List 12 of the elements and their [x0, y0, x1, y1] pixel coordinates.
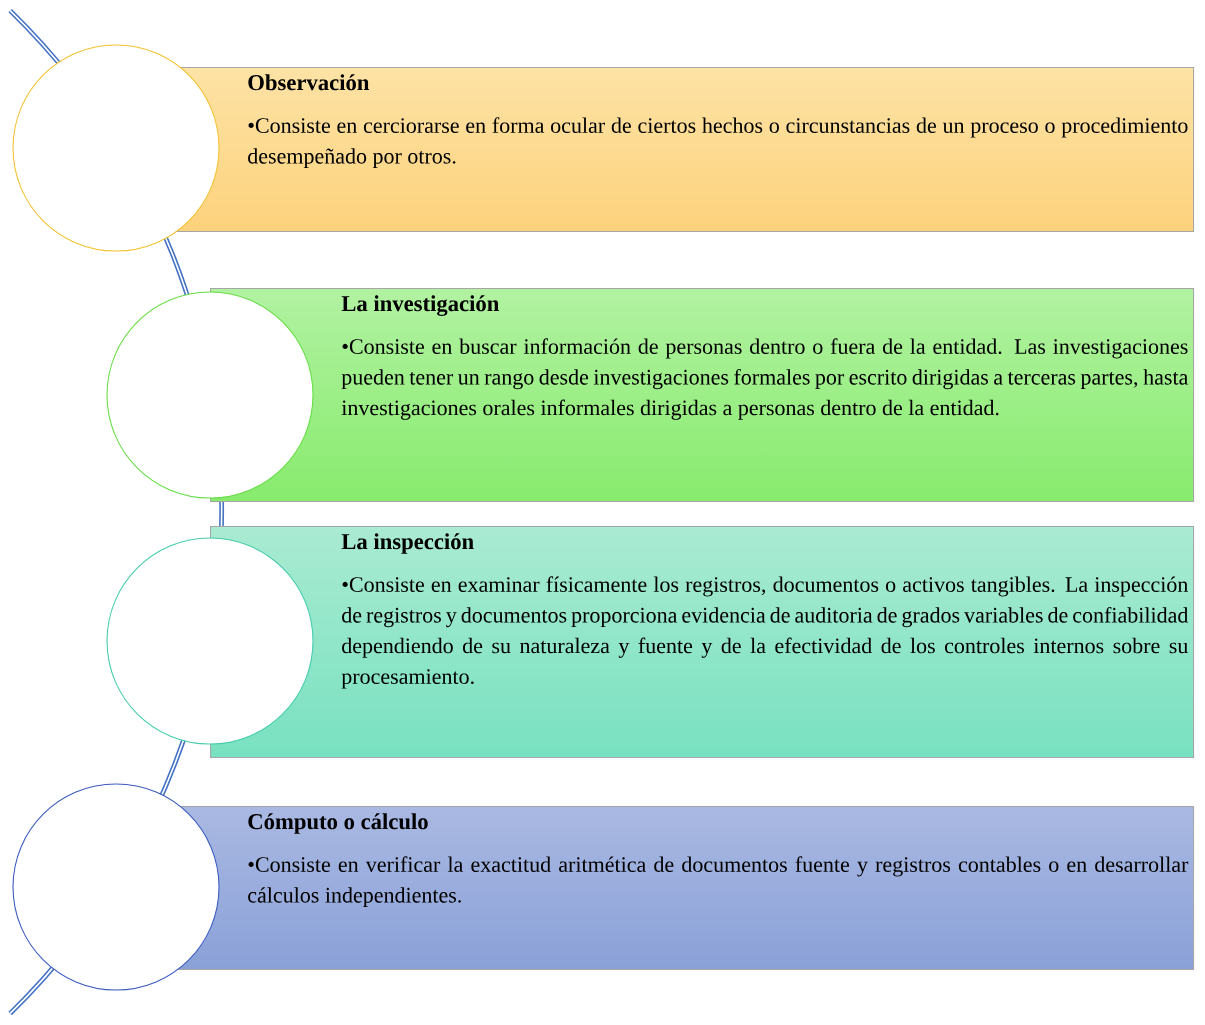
heading: La inspección — [341, 533, 474, 554]
heading: La investigación — [341, 295, 499, 316]
heading: Observación — [248, 74, 370, 91]
circle — [12, 783, 220, 991]
circle — [106, 291, 314, 499]
bullet-text: •Consiste en examinar físicamente los registros, documentos o activos tangibles. La inspección de registros y documentos proporciona evidencia de auditoria de grados variables de confiabilidad dependiendo de su naturaleza y fuente y de la efectividad de los controles internos sobre su procesamiento. — [341, 576, 1189, 689]
heading: Cómputo o cálculo — [248, 813, 428, 834]
circle — [106, 537, 314, 745]
bullet-text: •Consiste en verificar la exactitud aritmética de documentos fuente y registros contables o en desarrollar cálculos independientes. — [248, 856, 1189, 908]
circle — [12, 44, 220, 252]
bullet-text: •Consiste en buscar información de personas dentro o fuera de la entidad. Las investigaciones pueden tener un rango desde investigaciones formales por escrito dirigidas a terceras partes, hasta investigaciones orales informales dirigidas a personas dentro de la entidad. — [341, 338, 1189, 420]
bullet-text: •Consiste en cerciorarse en forma ocular de ciertos hechos o circunstancias de un proceso o procedimiento desempeñado por otros. — [248, 117, 1188, 169]
